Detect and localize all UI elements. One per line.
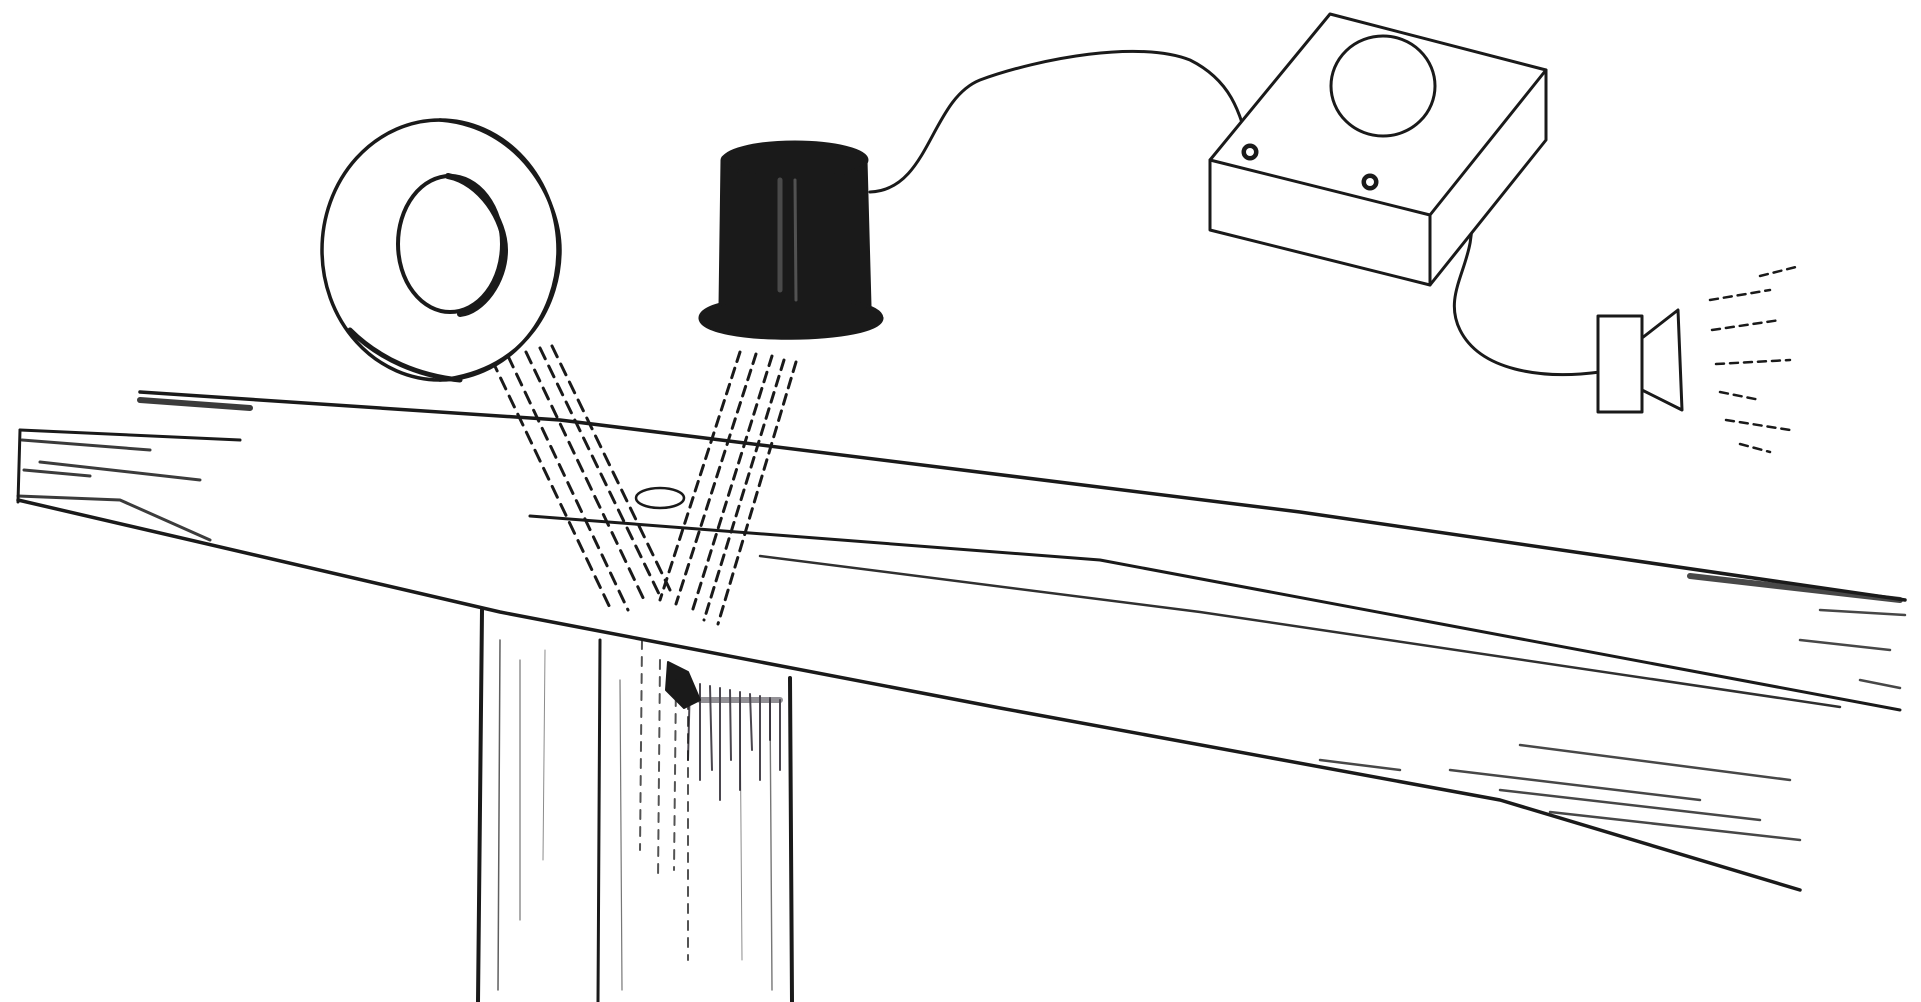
- counter-box: [1210, 14, 1546, 285]
- sound-waves: [1710, 266, 1800, 452]
- cable-detector-to-counter: [870, 51, 1250, 192]
- wooden-beam: [18, 392, 1905, 890]
- radiation-beam-scattered: [660, 352, 796, 624]
- xray-source: [322, 120, 560, 380]
- speaker: [1598, 266, 1800, 452]
- detector-head: [700, 142, 882, 338]
- wooden-post: [478, 610, 792, 1002]
- radiation-beam-incident: [492, 346, 670, 612]
